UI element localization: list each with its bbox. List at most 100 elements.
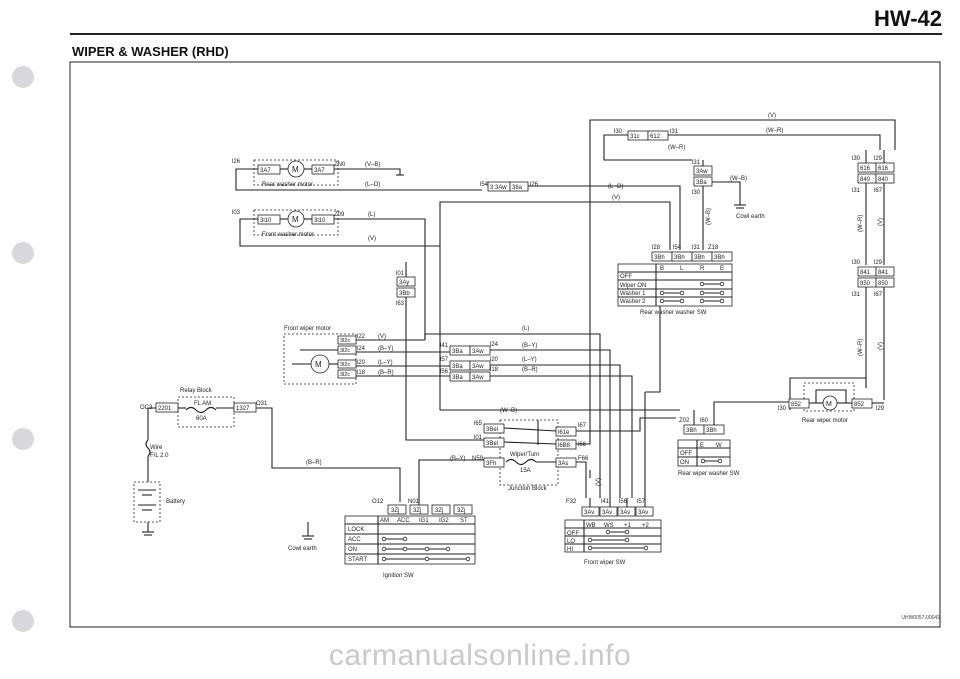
svg-text:ACC: ACC [397, 518, 410, 524]
page-code: HW-42 [873, 6, 942, 31]
wire-color: (V) [878, 218, 884, 226]
node-label: l20 [490, 357, 499, 363]
front-wiper-switch: F32 l41 l56 l57 3Av 3Av 3Av 3Av WB WS +1… [564, 499, 662, 566]
svg-text:3Bh: 3Bh [686, 428, 697, 434]
wire-color: (V–B) [365, 162, 380, 168]
svg-text:ST: ST [460, 518, 468, 524]
svg-text:F32: F32 [566, 499, 577, 505]
svg-text:F66: F66 [578, 456, 589, 462]
svg-text:l31: l31 [692, 245, 701, 251]
svg-text:850: 850 [860, 281, 871, 287]
wire-color: (B–R) [522, 367, 538, 373]
svg-text:N01: N01 [408, 499, 420, 505]
wire-color: (L–Y) [522, 357, 537, 363]
node-label: l30 [778, 406, 787, 412]
svg-text:3Aw: 3Aw [472, 375, 484, 381]
svg-text:l01: l01 [474, 435, 483, 441]
svg-text:Ignition SW: Ignition SW [383, 573, 414, 579]
svg-text:l6B8: l6B8 [558, 443, 571, 449]
svg-text:l41: l41 [601, 499, 610, 505]
svg-text:l28: l28 [652, 245, 661, 251]
rear-washer-motor: 3A7 M 3A7 Rear washer motor [253, 159, 339, 188]
svg-text:3As: 3As [558, 461, 568, 467]
svg-text:ACC: ACC [348, 537, 361, 543]
svg-text:3Fh: 3Fh [486, 461, 496, 467]
node-label: O31 [256, 401, 268, 407]
svg-text:Z02: Z02 [679, 418, 690, 424]
wire-color: (B–Y) [378, 346, 393, 352]
svg-text:3Zj: 3Zj [457, 508, 465, 514]
svg-text:3Zj: 3Zj [435, 508, 443, 514]
node-label: l31 [692, 160, 701, 166]
svg-text:3A7: 3A7 [260, 168, 271, 174]
relay-block-label: Relay Block [180, 388, 213, 394]
junction-block: l65 3Bel l01 3Bel N59 3Fh l61e l67 l6B8 … [472, 419, 589, 492]
wire-color: (W–B) [706, 208, 712, 225]
svg-text:Washer 1: Washer 1 [620, 291, 646, 297]
wire-label: Wire [150, 445, 163, 451]
front-wiper-motor: Front wiper motor 3l2c 3l2c 3l2c 3l2c M [283, 326, 357, 385]
svg-text:840: 840 [860, 177, 871, 183]
wire-color: (W–B) [730, 176, 747, 182]
svg-text:3Av: 3Av [638, 510, 648, 516]
svg-text:WS: WS [604, 523, 614, 529]
svg-text:+2: +2 [642, 523, 650, 529]
svg-text:3Bh: 3Bh [694, 255, 705, 261]
rear-wiper-washer-switch-top: l28 l54 l31 Z18 3Bh 3Bh 3Bh 3Bh B L R E … [617, 245, 733, 316]
watermark: carmanualsonline.info [328, 639, 632, 672]
svg-text:l29: l29 [874, 260, 883, 266]
svg-text:l29: l29 [874, 156, 883, 162]
node-label: l31 [670, 129, 679, 135]
wire-color: (V) [596, 478, 602, 486]
svg-text:3A7: 3A7 [314, 168, 325, 174]
wire-color: (V) [612, 195, 620, 201]
svg-text:3Av: 3Av [620, 510, 630, 516]
svg-text:3Bel: 3Bel [486, 441, 498, 447]
wire-color: (W–R) [766, 128, 783, 134]
wire-color: (B–Y) [450, 456, 465, 462]
svg-text:l67: l67 [578, 423, 587, 429]
svg-text:l31: l31 [852, 188, 861, 194]
wire-rating: F/L 2.0 [150, 453, 169, 459]
node-label: l18 [357, 370, 366, 376]
svg-text:3Bel: 3Bel [486, 427, 498, 433]
node-label: l63 [396, 301, 405, 307]
svg-text:N59: N59 [472, 456, 484, 462]
svg-text:E: E [700, 443, 704, 449]
node-label: l22 [357, 334, 366, 340]
wire-color: (L) [522, 326, 529, 332]
svg-text:R: R [700, 266, 705, 272]
battery-label: Battery [166, 499, 185, 505]
svg-text:START: START [348, 557, 367, 563]
svg-text:3 3Aw: 3 3Aw [490, 185, 507, 191]
svg-text:OFF: OFF [680, 451, 692, 457]
svg-text:l61e: l61e [558, 430, 570, 436]
svg-text:l66: l66 [578, 442, 587, 448]
svg-text:M: M [315, 360, 322, 369]
svg-text:3Ba: 3Ba [696, 180, 707, 186]
binder-hole [12, 242, 34, 264]
svg-text:l65: l65 [474, 421, 483, 427]
node-label: l30 [692, 190, 701, 196]
svg-text:3Ba: 3Ba [452, 364, 463, 370]
svg-text:3l10: 3l10 [314, 218, 326, 224]
front-washer-motor-label: Front washer motor [262, 232, 314, 238]
wire-color: (L–O) [608, 184, 623, 190]
svg-text:3l2c: 3l2c [340, 348, 350, 354]
node-label: Z09 [334, 212, 345, 218]
svg-text:W: W [716, 443, 722, 449]
svg-text:Junction Block: Junction Block [508, 486, 548, 492]
svg-text:3Av: 3Av [584, 510, 594, 516]
svg-text:Z18: Z18 [708, 245, 719, 251]
svg-text:31c: 31c [630, 134, 640, 140]
connector-label: 3Bb [399, 291, 410, 297]
wire-color: (B–Y) [522, 343, 537, 349]
figure-reference: UHW0057-00049 [901, 615, 940, 621]
svg-text:l60: l60 [700, 418, 709, 424]
wire-color: (B–R) [306, 460, 322, 466]
ignition-switch: O12 N01 3Zj 3Zj 3Zj 3Zj AM ACC IG1 IG2 S… [344, 499, 476, 579]
wire-color: (V) [768, 113, 776, 119]
node-label: l03 [232, 210, 241, 216]
